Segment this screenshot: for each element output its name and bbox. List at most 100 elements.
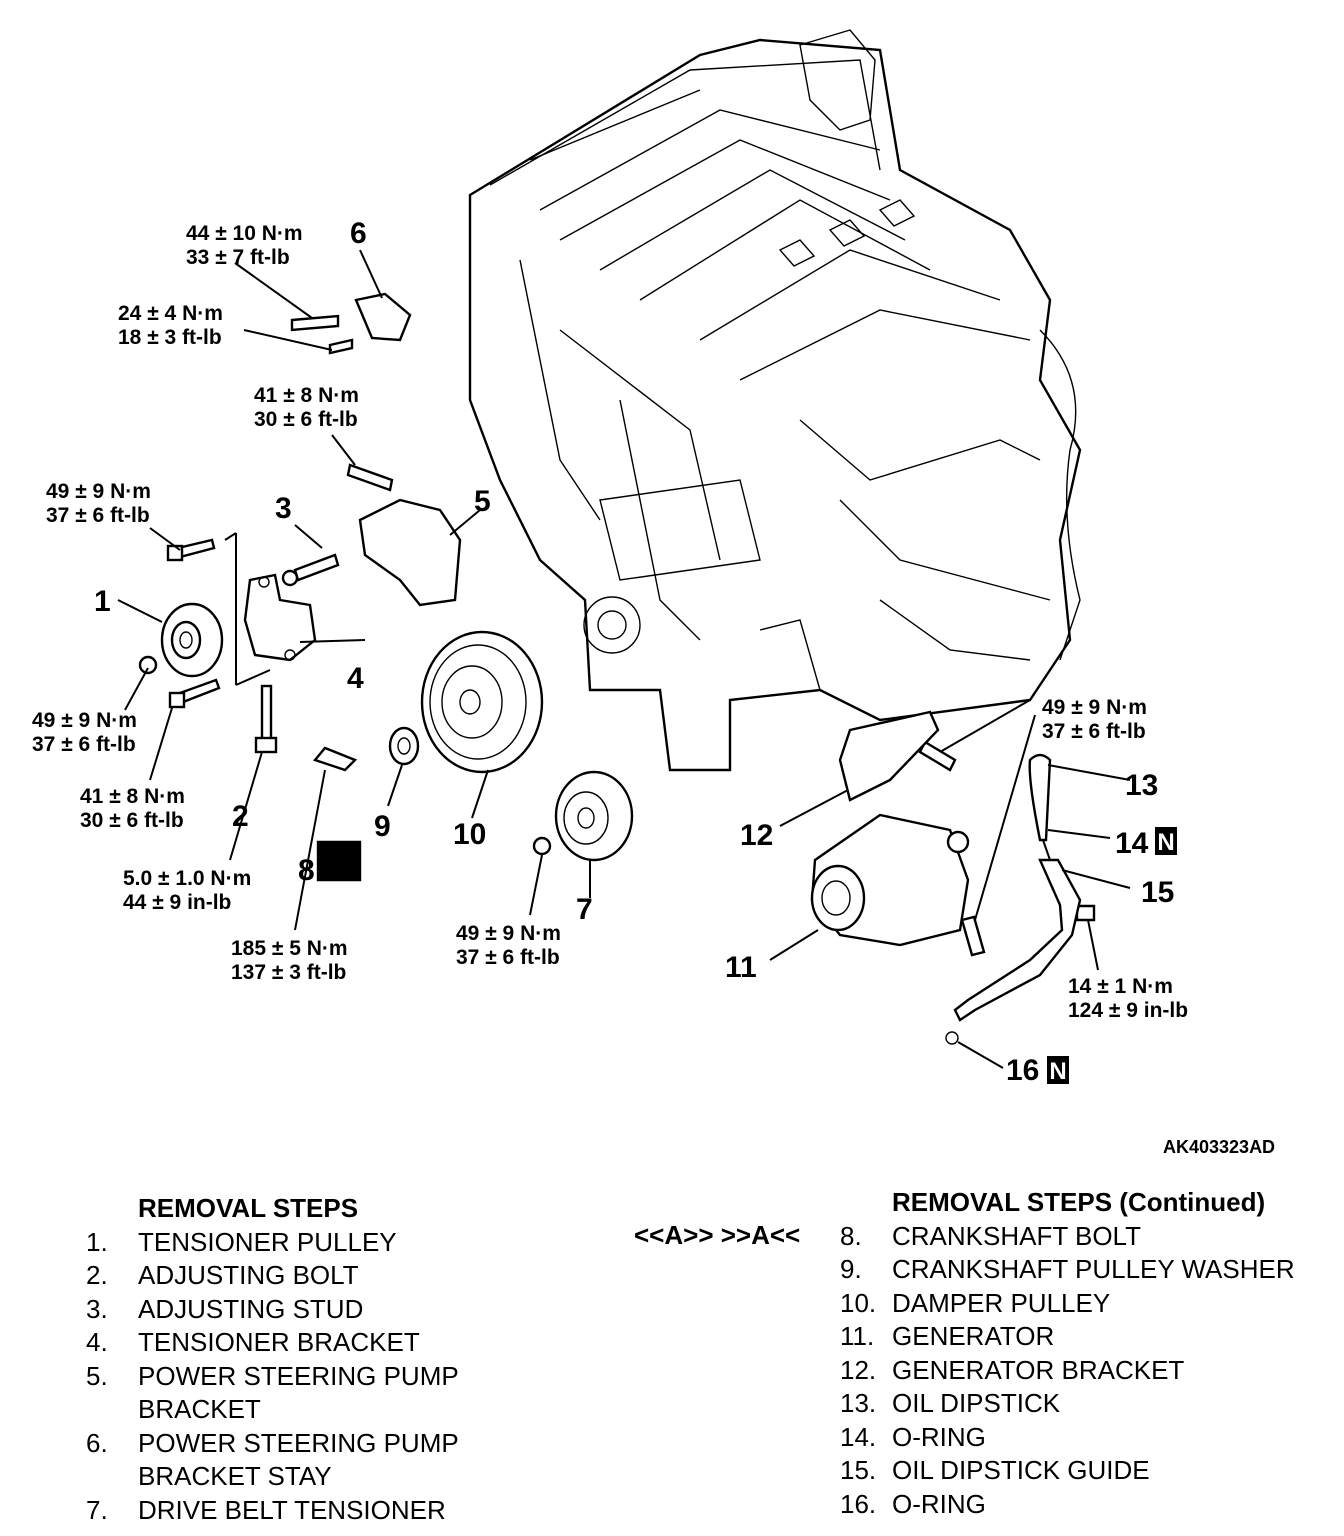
torque-6b-ftlb: 18 ± 3 ft-lb	[118, 326, 222, 349]
torque-11-nm: 49 ± 9 N·m	[1042, 696, 1147, 719]
callout-14: 14	[1115, 827, 1149, 860]
callout-6: 6	[350, 217, 367, 250]
step-row: 2. ADJUSTING BOLT	[86, 1259, 459, 1293]
step-number: 10.	[840, 1287, 877, 1318]
callout-16: 16	[1006, 1054, 1039, 1087]
step-number: 5.	[86, 1360, 108, 1391]
torque-6a-ftlb: 33 ± 7 ft-lb	[186, 246, 290, 269]
tensioner-pulley	[160, 602, 224, 678]
step-row: 10. DAMPER PULLEY	[840, 1287, 1295, 1321]
step-row: 5. POWER STEERING PUMP	[86, 1360, 459, 1394]
torque-2-inlb: 44 ± 9 in-lb	[123, 891, 231, 914]
callout-5: 5	[474, 485, 491, 518]
step-text: TENSIONER BRACKET	[138, 1327, 420, 1357]
step-number: 7.	[86, 1494, 108, 1525]
removal-steps-right: REMOVAL STEPS (Continued) 8. CRANKSHAFT B…	[840, 1186, 1295, 1521]
callout-15: 15	[1141, 876, 1174, 909]
torque-7-nm: 49 ± 9 N·m	[456, 922, 561, 945]
torque-labels: 44 ± 10 N·m 33 ± 7 ft-lb 24 ± 4 N·m 18 ±…	[32, 222, 1188, 1022]
new-part-mark-14: N	[1155, 827, 1177, 856]
step-number: 2.	[86, 1260, 108, 1290]
power-steering-pump-bracket	[358, 498, 462, 607]
washer-hole	[397, 737, 411, 755]
step-row: 9. CRANKSHAFT PULLEY WASHER	[840, 1253, 1295, 1287]
step-text: TENSIONER PULLEY	[138, 1226, 397, 1257]
step-number: 15.	[840, 1455, 877, 1485]
torque-1nut-nm: 49 ± 9 N·m	[32, 709, 137, 732]
step-text-continued: BRACKET STAY	[138, 1461, 332, 1491]
step-text: ADJUSTING BOLT	[138, 1260, 359, 1290]
callout-3: 3	[275, 492, 292, 525]
callout-10: 10	[453, 818, 486, 851]
oil-dipstick-guide	[945, 858, 1082, 1045]
torque-8-ftlb: 137 ± 3 ft-lb	[231, 961, 346, 984]
tensioner-bracket	[224, 532, 317, 686]
new-part-mark-16: N	[1047, 1056, 1069, 1085]
power-steering-pump-bracket-stay	[354, 292, 412, 342]
step-number: 14.	[840, 1421, 877, 1452]
step-text: OIL DIPSTICK	[892, 1388, 1061, 1418]
step-text: POWER STEERING PUMP	[138, 1427, 459, 1458]
step-number: 4.	[86, 1327, 108, 1357]
torque-2-nm: 5.0 ± 1.0 N·m	[123, 867, 251, 890]
callout-1: 1	[94, 585, 111, 618]
step-text: O-RING	[892, 1421, 986, 1452]
step-row: 11.GENERATOR	[840, 1320, 1295, 1354]
torque-4-ftlb: 37 ± 6 ft-lb	[46, 504, 150, 527]
engine-block	[468, 29, 1082, 772]
callout-13: 13	[1125, 769, 1158, 802]
removal-steps-heading: REMOVAL STEPS	[138, 1193, 359, 1223]
removal-steps-left: REMOVAL STEPS 1. TENSIONER PULLEY 2. ADJUS…	[86, 1192, 459, 1527]
engine-exploded-diagram: 44 ± 10 N·m 33 ± 7 ft-lb 24 ± 4 N·m 18 ±…	[32, 29, 1188, 1087]
step-text: ADJUSTING STUD	[138, 1293, 364, 1324]
torque-1bolt-nm: 41 ± 8 N·m	[80, 785, 185, 808]
step-number: 9.	[840, 1254, 862, 1284]
step-number: 6.	[86, 1427, 108, 1458]
step-number: 12.	[840, 1354, 877, 1385]
step-text: DAMPER PULLEY	[892, 1287, 1111, 1318]
step-number: 1.	[86, 1226, 108, 1257]
generator	[810, 813, 970, 947]
torque-15-nm: 14 ± 1 N·m	[1068, 975, 1173, 998]
step-row: 13. OIL DIPSTICK	[840, 1387, 1295, 1421]
step-number: 3.	[86, 1293, 108, 1324]
step-number: 13.	[840, 1388, 877, 1418]
step-text-continued: BRACKET	[138, 1394, 261, 1424]
crankshaft-pulley-washer	[388, 726, 420, 766]
torque-15-inlb: 124 ± 9 in-lb	[1068, 999, 1188, 1022]
step-text: OIL DIPSTICK GUIDE	[892, 1455, 1150, 1485]
removal-steps-heading-continued: REMOVAL STEPS (Continued)	[892, 1187, 1266, 1217]
drive-belt-tensioner	[554, 770, 634, 862]
oil-dipstick	[1028, 753, 1052, 861]
step-row: 8. CRANKSHAFT BOLT	[840, 1220, 1295, 1254]
step-row: 6. POWER STEERING PUMP	[86, 1427, 459, 1461]
step-row: 16.O-RING	[840, 1488, 1295, 1522]
step-text: CRANKSHAFT PULLEY WASHER	[892, 1254, 1295, 1284]
leader-lines	[117, 249, 1131, 1069]
step-number: 8.	[840, 1220, 862, 1251]
step-row: 4. TENSIONER BRACKET	[86, 1326, 459, 1360]
callout-9: 9	[374, 810, 391, 843]
damper-pulley	[420, 630, 544, 774]
step-text: POWER STEERING PUMP	[138, 1360, 459, 1391]
step-number: 11.	[840, 1321, 875, 1351]
new-part-mark-16-text: N	[1049, 1058, 1066, 1085]
step-row: 3. ADJUSTING STUD	[86, 1293, 459, 1327]
step-text: CRANKSHAFT BOLT	[892, 1220, 1141, 1251]
callout-11: 11	[725, 951, 757, 984]
callout-4: 4	[347, 662, 364, 695]
callout-8: 8	[298, 854, 315, 887]
fasteners	[138, 314, 1096, 957]
torque-8-nm: 185 ± 5 N·m	[231, 937, 348, 960]
torque-6a-nm: 44 ± 10 N·m	[186, 222, 303, 245]
torque-5-nm: 41 ± 8 N·m	[254, 384, 359, 407]
torque-6b-nm: 24 ± 4 N·m	[118, 302, 223, 325]
step-row: 1. TENSIONER PULLEY	[86, 1226, 459, 1260]
callout-7: 7	[576, 893, 593, 926]
generator-bracket	[838, 710, 940, 802]
callout-12: 12	[740, 819, 773, 852]
step-operation-marks: <<A>> >>A<<	[634, 1220, 801, 1250]
callout-numbers: 1 2 3 4 5 6 7 8 9 10 11 12 13 14 15 16	[94, 217, 1174, 1087]
step-row: 15. OIL DIPSTICK GUIDE	[840, 1454, 1295, 1488]
torque-4-nm: 49 ± 9 N·m	[46, 480, 151, 503]
